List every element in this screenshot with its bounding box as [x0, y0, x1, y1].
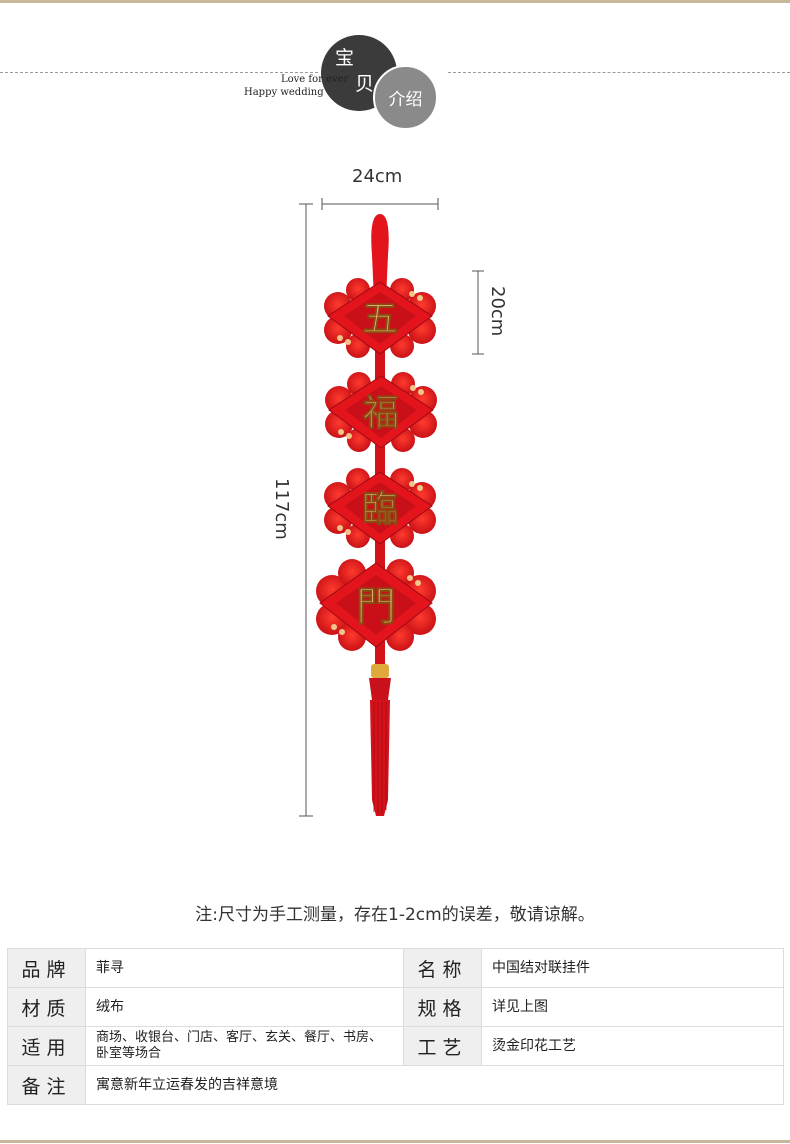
spec-label: 品牌	[7, 948, 86, 988]
knot-1	[324, 278, 436, 358]
spec-value: 烫金印花工艺	[481, 1026, 784, 1066]
knot-3	[324, 468, 436, 548]
knot-char-3: 臨	[362, 488, 398, 530]
title-sub-text: 介绍	[388, 90, 423, 110]
hanging-loop	[371, 214, 389, 300]
title-char-1: 宝	[335, 47, 355, 69]
unit-dimension-line	[472, 270, 484, 355]
knot-char-2: 福	[362, 392, 399, 434]
height-dimension-line	[299, 203, 313, 817]
knot-4	[316, 559, 436, 651]
width-dimension-line	[321, 198, 439, 210]
table-row: 材质 绒布 规格 详见上图	[7, 987, 784, 1027]
table-row: 适用 商场、收银台、门店、客厅、玄关、餐厅、书房、卧室等场合 工艺 烫金印花工艺	[7, 1026, 784, 1066]
spec-value: 寓意新年立运春发的吉祥意境	[85, 1065, 784, 1105]
knot-2	[325, 372, 437, 452]
table-row: 备注 寓意新年立运春发的吉祥意境	[7, 1065, 784, 1105]
width-dimension-label: 24cm	[352, 166, 403, 187]
spec-label: 适用	[7, 1026, 86, 1066]
spec-value: 菲寻	[85, 948, 404, 988]
tassel	[369, 664, 391, 816]
spec-value: 绒布	[85, 987, 404, 1027]
table-row: 品牌 菲寻 名称 中国结对联挂件	[7, 948, 784, 988]
spec-label: 材质	[7, 987, 86, 1027]
top-accent-bar	[0, 0, 790, 3]
spec-value: 商场、收银台、门店、客厅、玄关、餐厅、书房、卧室等场合	[85, 1026, 404, 1066]
bottom-accent-bar	[0, 1140, 790, 1143]
spec-value: 中国结对联挂件	[481, 948, 784, 988]
spec-label: 备注	[7, 1065, 86, 1105]
script-line-2: Happy wedding	[244, 87, 324, 98]
measurement-note: 注:尺寸为手工测量，存在1-2cm的误差，敬请谅解。	[195, 905, 595, 925]
spec-label: 工艺	[403, 1026, 482, 1066]
spec-value: 详见上图	[481, 987, 784, 1027]
script-line-1: Love for ever	[281, 74, 349, 85]
spec-label: 名称	[403, 948, 482, 988]
header-divider-right	[448, 72, 790, 73]
title-char-2: 贝	[355, 73, 375, 95]
spec-label: 规格	[403, 987, 482, 1027]
knot-char-1: 五	[362, 298, 398, 340]
spec-table: 品牌 菲寻 名称 中国结对联挂件 材质 绒布 规格 详见上图 适用 商场、收银台…	[7, 948, 784, 1105]
title-circle-sub: 介绍	[373, 65, 438, 130]
header-divider-left	[0, 72, 318, 73]
knot-char-4: 門	[356, 583, 396, 630]
